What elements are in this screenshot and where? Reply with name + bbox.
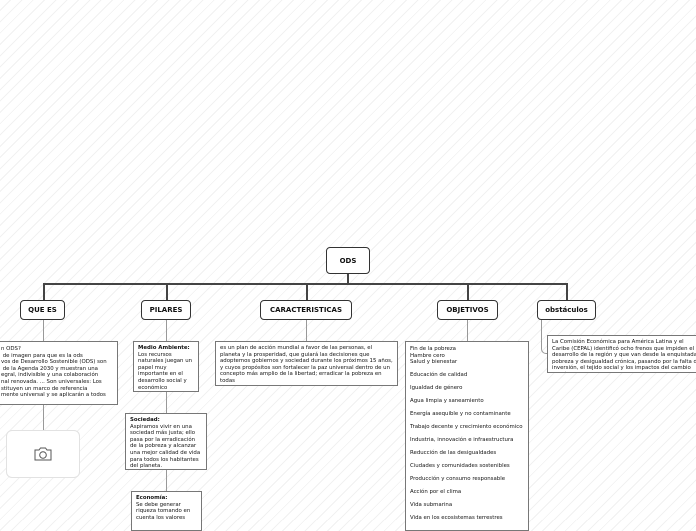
objetivo-item: Producción y consumo responsable	[410, 476, 506, 483]
objetivo-item: Energía asequible y no contaminante	[410, 411, 511, 418]
branch-label: CARACTERISTICAS	[269, 306, 343, 314]
objetivo-item: Educación de calidad	[410, 372, 468, 379]
objetivo-item: Acción por el clima	[410, 489, 462, 496]
connector	[541, 320, 548, 354]
objetivo-item: Igualdad de género	[410, 385, 463, 392]
connector	[566, 283, 568, 300]
objetivo-item: Vida en los ecosistemas terrestres	[410, 515, 503, 521]
connector	[467, 320, 468, 341]
pilar-text: Los recursos naturales juegan un papel m…	[138, 351, 193, 391]
objetivo-item: Trabajo decente y crecimiento económico	[410, 424, 523, 431]
connector	[43, 405, 44, 430]
obstaculos-content[interactable]: La Comisión Económica para América Latin…	[547, 335, 696, 373]
pilar-sociedad[interactable]: Sociedad:Aspiramos vivir en una sociedad…	[125, 413, 207, 470]
pilar-title: Economía:	[136, 495, 168, 501]
branch-label: obstáculos	[545, 306, 588, 314]
branch-pilares[interactable]: PILARES	[141, 300, 191, 320]
root-label: ODS	[339, 256, 357, 265]
pilar-title: Sociedad:	[130, 417, 160, 423]
objetivo-item: Hambre cero	[410, 352, 445, 359]
objetivos-list[interactable]: Fin de la pobreza Hambre cero Salud y bi…	[405, 341, 529, 531]
branch-que-es[interactable]: QUE ES	[20, 300, 65, 320]
branch-obstaculos[interactable]: obstáculos	[537, 300, 596, 320]
connector	[166, 320, 167, 341]
branch-label: QUE ES	[28, 306, 57, 314]
pilar-text: Se debe generar riqueza tomando en cuent…	[136, 501, 191, 521]
connector	[166, 470, 167, 491]
connector	[166, 283, 168, 300]
branch-caracteristicas[interactable]: CARACTERISTICAS	[260, 300, 352, 320]
branch-objetivos[interactable]: OBJETIVOS	[437, 300, 498, 320]
connector	[347, 274, 349, 284]
objetivo-item: Industria, innovación e infraestructura	[410, 437, 514, 444]
objetivo-item: Vida submarina	[410, 502, 453, 509]
branch-label: PILARES	[149, 306, 183, 314]
pilar-text: Aspiramos vivir en una sociedad más just…	[130, 423, 201, 470]
objetivo-item: Ciudades y comunidades sostenibles	[410, 463, 510, 470]
camera-icon	[34, 447, 52, 461]
que-es-content[interactable]: n ODS? de imagen para que es la ods vos …	[0, 341, 118, 405]
connector	[43, 283, 45, 300]
image-placeholder[interactable]	[6, 430, 80, 478]
objetivo-item: Reducción de las desigualdades	[410, 450, 497, 457]
connector	[306, 320, 307, 341]
pilar-economia[interactable]: Economía:Se debe generar riqueza tomando…	[131, 491, 202, 531]
caracteristicas-content[interactable]: es un plan de acción mundial a favor de …	[215, 341, 398, 386]
connector	[43, 320, 44, 341]
connector	[43, 283, 567, 285]
pilar-medio-ambiente[interactable]: Medio Ambiente:Los recursos naturales ju…	[133, 341, 199, 392]
pilar-title: Medio Ambiente:	[138, 345, 190, 351]
objetivo-item: Salud y bienestar	[410, 359, 458, 366]
connector	[166, 392, 167, 413]
connector	[306, 283, 308, 300]
branch-label: OBJETIVOS	[446, 306, 489, 314]
connector	[467, 283, 469, 300]
root-node-ods[interactable]: ODS	[326, 247, 370, 274]
objetivo-item: Fin de la pobreza	[410, 346, 456, 352]
objetivo-item: Agua limpia y saneamiento	[410, 398, 484, 405]
